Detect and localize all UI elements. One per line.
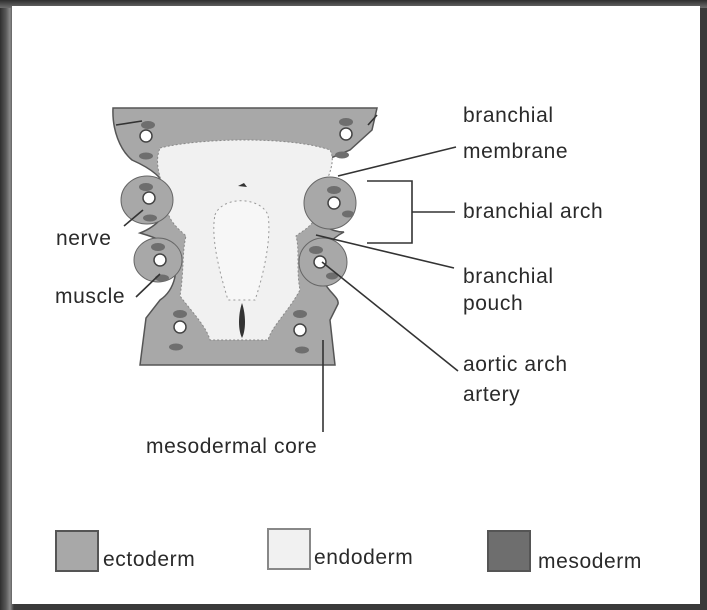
label-nerve: nerve: [56, 226, 112, 252]
legend-label-ectoderm: ectoderm: [103, 547, 195, 573]
legend-swatch-endoderm: [267, 528, 311, 570]
legend-swatch-mesoderm: [487, 530, 531, 572]
label-muscle: muscle: [55, 284, 125, 310]
label-branchial-arch: branchial arch: [463, 199, 603, 225]
label-aortic-arch-line2: artery: [463, 382, 520, 408]
label-branchial-pouch-line2: pouch: [463, 291, 523, 317]
label-branchial-membrane-line2: membrane: [463, 139, 568, 165]
label-mesodermal-core: mesodermal core: [146, 434, 317, 460]
label-branchial-membrane-line1: branchial: [463, 103, 554, 129]
legend-label-mesoderm: mesoderm: [538, 549, 642, 575]
label-aortic-arch-line1: aortic arch: [463, 352, 568, 378]
label-branchial-pouch-line1: branchial: [463, 264, 554, 290]
legend-swatch-ectoderm: [55, 530, 99, 572]
legend-label-endoderm: endoderm: [314, 545, 413, 571]
